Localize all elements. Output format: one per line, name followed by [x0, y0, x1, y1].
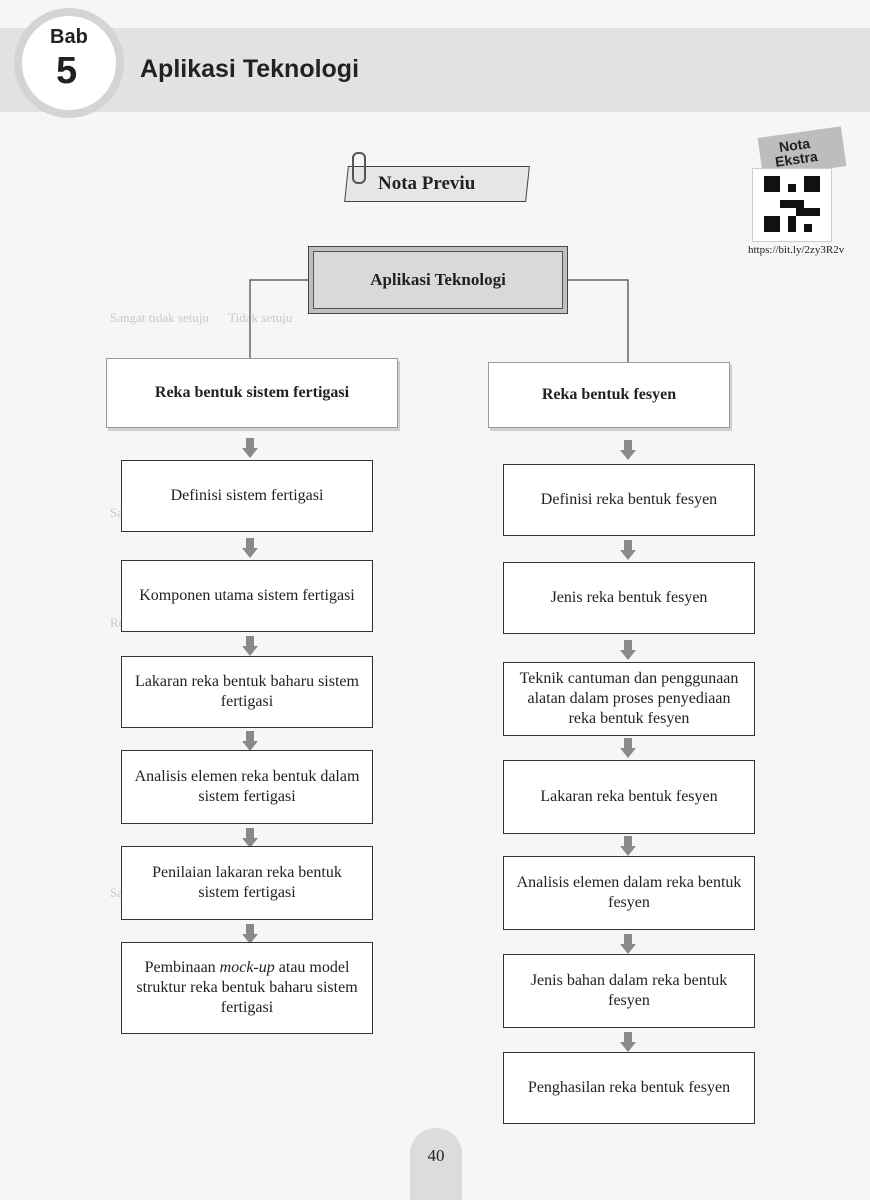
root-node-label: Aplikasi Teknologi: [313, 251, 563, 309]
arrow-down-icon: [620, 934, 636, 954]
left-branch-title: Reka bentuk sistem fertigasi: [106, 358, 398, 428]
chapter-number: 5: [56, 50, 78, 92]
left-step-4: Analisis elemen reka bentuk dalam sistem…: [121, 750, 373, 824]
page-number: 40: [427, 1146, 445, 1165]
left-step-2: Komponen utama sistem fertigasi: [121, 560, 373, 632]
arrow-down-icon: [620, 738, 636, 758]
arrow-down-icon: [242, 924, 258, 944]
right-step-6: Jenis bahan dalam reka bentuk fesyen: [503, 954, 755, 1028]
qr-code-icon[interactable]: [764, 176, 820, 232]
left-step-6-line1: Pembinaan mock-up atau model: [144, 959, 350, 976]
right-step-3: Teknik cantuman dan penggunaan alatan da…: [503, 662, 755, 736]
left-step-3: Lakaran reka bentuk baharu sistem fertig…: [121, 656, 373, 728]
header-band: [0, 28, 870, 112]
arrow-down-icon: [242, 828, 258, 848]
chapter-badge: [14, 8, 124, 118]
bleed-through-text: Sangat tidak setuju Tidak setuju: [110, 310, 293, 325]
arrow-down-icon: [242, 731, 258, 751]
paperclip-icon: [352, 152, 366, 184]
chapter-label: Bab: [50, 26, 88, 48]
arrow-down-icon: [242, 636, 258, 656]
arrow-down-icon: [620, 640, 636, 660]
right-step-1: Definisi reka bentuk fesyen: [503, 464, 755, 536]
root-node: Aplikasi Teknologi: [308, 246, 568, 314]
arrow-down-icon: [620, 1032, 636, 1052]
right-step-4: Lakaran reka bentuk fesyen: [503, 760, 755, 834]
right-step-5: Analisis elemen dalam reka bentuk fesyen: [503, 856, 755, 930]
arrow-down-icon: [242, 538, 258, 558]
left-step-6: Pembinaan mock-up atau model struktur re…: [121, 942, 373, 1034]
left-step-5: Penilaian lakaran reka bentuk sistem fer…: [121, 846, 373, 920]
page-number-tab: [410, 1128, 462, 1200]
arrow-down-icon: [242, 438, 258, 458]
left-step-6-line2: struktur reka bentuk baharu sistem ferti…: [136, 979, 358, 1016]
right-branch-title: Reka bentuk fesyen: [488, 362, 730, 428]
arrow-down-icon: [620, 836, 636, 856]
left-step-1: Definisi sistem fertigasi: [121, 460, 373, 532]
nota-ekstra-url[interactable]: https://bit.ly/2zy3R2v: [748, 244, 845, 256]
arrow-down-icon: [620, 540, 636, 560]
chapter-title: Aplikasi Teknologi: [140, 55, 360, 83]
arrow-down-icon: [620, 440, 636, 460]
right-step-2: Jenis reka bentuk fesyen: [503, 562, 755, 634]
nota-previu-title: Nota Previu: [378, 173, 476, 194]
right-step-7: Penghasilan reka bentuk fesyen: [503, 1052, 755, 1124]
